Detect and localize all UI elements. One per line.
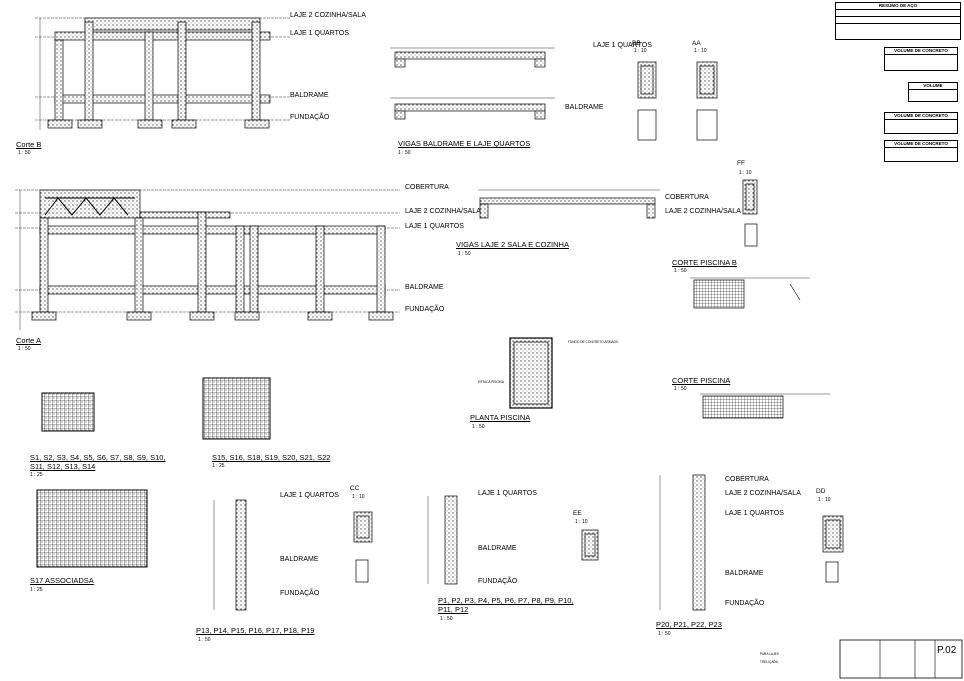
planta-piscina-title: PLANTA PISCINA: [470, 413, 531, 422]
section-ff-label: FF: [737, 160, 745, 167]
vigas-baldrame-drawing: [390, 47, 555, 120]
vigas-laje2-drawing: [478, 179, 758, 247]
vigas-baldrame-scale: 1 : 50: [398, 150, 411, 156]
section-ee-label: EE: [573, 510, 582, 517]
note-trelicada: TRELIÇADA: [760, 660, 778, 664]
sections-top-drawing: [637, 61, 718, 141]
volume-concreto-heading: VOLUME DE CONCRETO: [885, 113, 957, 120]
corte-piscina-title: CORTE PISCINA: [672, 376, 731, 385]
corte-a-elev-laje-cozinha: LAJE 2 COZINHA/SALA: [405, 208, 481, 215]
volume-table-2: VOLUME: [908, 82, 958, 102]
vigas-baldrame-title: VIGAS BALDRAME E LAJE QUARTOS: [398, 139, 531, 148]
corte-b-elev-laje-quartos: LAJE 1 QUARTOS: [290, 30, 349, 37]
section-bb-scale: 1 : 10: [634, 48, 647, 54]
resumo-aco-row: [836, 10, 960, 17]
corte-b-scale: 1 : 50: [18, 150, 31, 156]
volume-concreto-table-3: VOLUME DE CONCRETO: [884, 112, 958, 134]
corte-piscina-b-scale: 1 : 50: [674, 268, 687, 274]
corte-a-elev-laje-quartos: LAJE 1 QUARTOS: [405, 223, 464, 230]
title-block-drawing: [839, 639, 963, 679]
pilares-p13-title: P13, P14, P15, P16, P17, P18, P19: [196, 626, 315, 635]
sapatas-s1-title: S1, S2, S3, S4, S5, S6, S7, S8, S9, S10,…: [30, 453, 166, 471]
p13-elev-fundacao: FUNDAÇÃO: [280, 590, 320, 597]
corte-a-title: Corte A: [16, 336, 42, 345]
corte-a-elev-cobertura: COBERTURA: [405, 184, 449, 191]
section-bb-label: BB: [632, 40, 641, 47]
sheet-number: P.02: [937, 645, 957, 656]
resumo-aco-row: [836, 24, 960, 30]
resumo-aco-row: [836, 17, 960, 24]
vigas-laje2-elev-cobertura: COBERTURA: [665, 194, 709, 201]
piscina-note-estaca: ESTACA PISCINA: [478, 380, 504, 384]
volume-concreto-heading: VOLUME DE CONCRETO: [885, 48, 957, 55]
section-cc-label: CC: [350, 485, 360, 492]
pilares-drawing: [213, 474, 844, 611]
pilares-p1-title: P1, P2, P3, P4, P5, P6, P7, P8, P9, P10,…: [438, 596, 574, 614]
p1-elev-baldrame: BALDRAME: [478, 545, 517, 552]
pilares-p20-scale: 1 : 50: [658, 631, 671, 637]
piscina-note-fundo: FUNDO DE CONCRETO ARMADO: [568, 340, 619, 344]
volume-concreto-heading: VOLUME DE CONCRETO: [885, 141, 957, 148]
corte-b-elev-baldrame: BALDRAME: [290, 92, 329, 99]
p20-elev-cobertura: COBERTURA: [725, 476, 769, 483]
corte-b-title: Corte B: [16, 140, 42, 149]
corte-a-scale: 1 : 50: [18, 346, 31, 352]
p1-elev-fundacao: FUNDAÇÃO: [478, 578, 518, 585]
sapatas-drawing: [36, 377, 271, 568]
sapatas-s15-scale: 1 : 25: [212, 463, 225, 469]
pilares-p13-scale: 1 : 50: [198, 637, 211, 643]
vigas-laje2-elev-laje-cozinha: LAJE 2 COZINHA/SALA: [665, 208, 741, 215]
corte-b-drawing: [35, 17, 290, 130]
corte-piscina-scale: 1 : 50: [674, 386, 687, 392]
planta-piscina-scale: 1 : 50: [472, 424, 485, 430]
corte-piscina-b-title: CORTE PISCINA B: [672, 258, 737, 267]
p1-elev-laje-quartos: LAJE 1 QUARTOS: [478, 490, 537, 497]
vigas-baldrame-elev-laje-quartos: LAJE 1 QUARTOS: [593, 42, 652, 49]
section-aa-label: AA: [692, 40, 701, 47]
p20-elev-laje-quartos: LAJE 1 QUARTOS: [725, 510, 784, 517]
p20-elev-baldrame: BALDRAME: [725, 570, 764, 577]
sapata-s17-scale: 1 : 25: [30, 587, 43, 593]
corte-a-drawing: [15, 189, 400, 330]
section-dd-label: DD: [816, 488, 826, 495]
p13-elev-baldrame: BALDRAME: [280, 556, 319, 563]
pilares-p1-scale: 1 : 50: [440, 616, 453, 622]
note-para-lajes: PARA LAJES: [760, 652, 779, 656]
sapatas-s15-title: S15, S16, S18, S19, S20, S21, S22: [212, 453, 331, 462]
resumo-aco-table: RESUMO DE AÇO: [835, 2, 961, 40]
corte-b-elev-fundacao: FUNDAÇÃO: [290, 114, 330, 121]
sapatas-s1-scale: 1 : 25: [30, 472, 43, 478]
p20-elev-laje-cozinha: LAJE 2 COZINHA/SALA: [725, 490, 801, 497]
vigas-baldrame-elev-baldrame: BALDRAME: [565, 104, 604, 111]
piscina-drawing: [509, 277, 830, 419]
p13-elev-laje-quartos: LAJE 1 QUARTOS: [280, 492, 339, 499]
vigas-laje2-scale: 1 : 50: [458, 251, 471, 257]
p20-elev-fundacao: FUNDAÇÃO: [725, 600, 765, 607]
vigas-laje2-title: VIGAS LAJE 2 SALA E COZINHA: [456, 240, 569, 249]
volume-concreto-table-4: VOLUME DE CONCRETO: [884, 140, 958, 162]
corte-b-elev-laje-cozinha: LAJE 2 COZINHA/SALA: [290, 12, 366, 19]
corte-a-elev-baldrame: BALDRAME: [405, 284, 444, 291]
volume-concreto-table-1: VOLUME DE CONCRETO: [884, 47, 958, 71]
pilares-p20-title: P20, P21, P22, P23: [656, 620, 722, 629]
section-aa-scale: 1 : 10: [694, 48, 707, 54]
corte-a-elev-fundacao: FUNDAÇÃO: [405, 306, 445, 313]
volume-heading: VOLUME: [909, 83, 957, 90]
resumo-aco-heading: RESUMO DE AÇO: [836, 3, 960, 10]
section-dd-scale: 1 : 10: [818, 497, 831, 503]
section-ee-scale: 1 : 10: [575, 519, 588, 525]
section-cc-scale: 1 : 10: [352, 494, 365, 500]
section-ff-scale: 1 : 10: [739, 170, 752, 176]
sapata-s17-title: S17 ASSOCIADSA: [30, 576, 94, 585]
